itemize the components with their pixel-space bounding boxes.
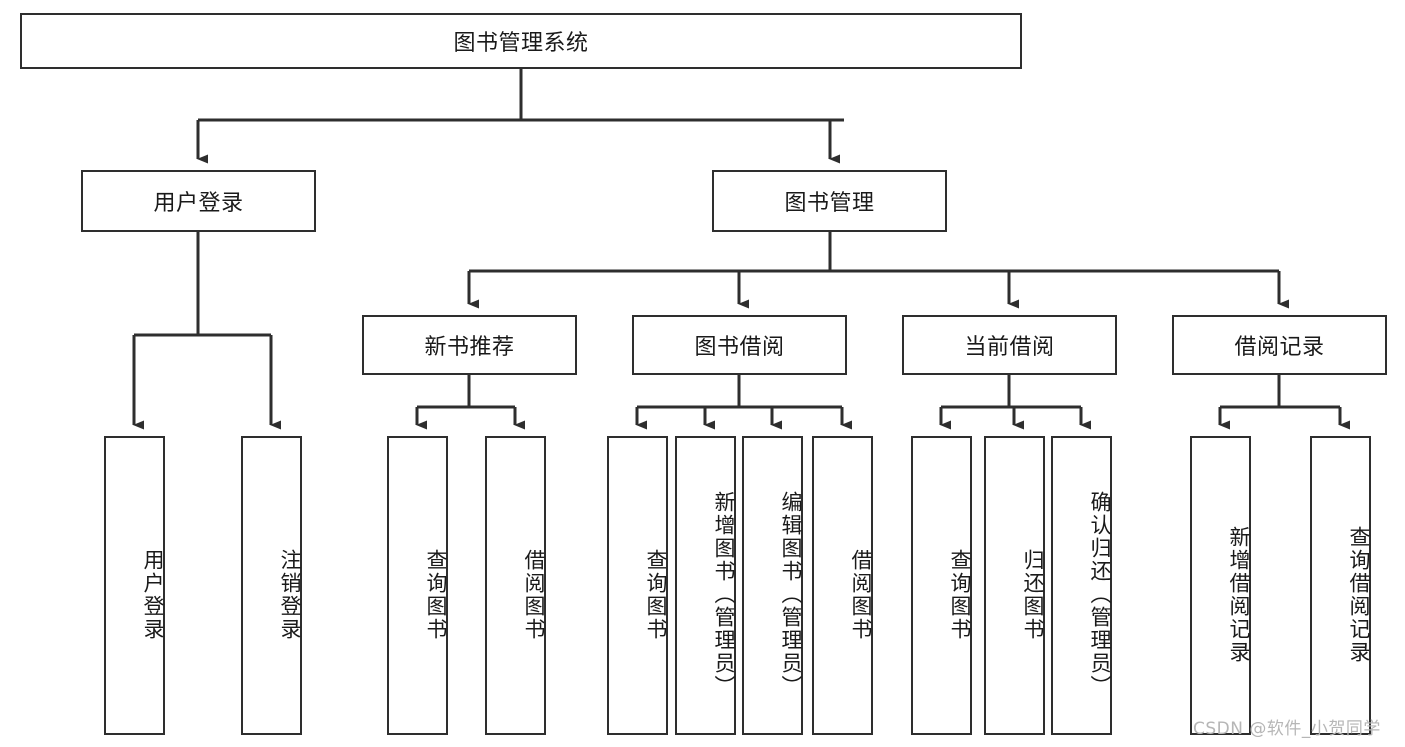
node-leaf-label: 编辑图书（管理员） [779, 491, 803, 698]
node-level2-1[interactable]: 新书推荐 [362, 315, 577, 375]
node-leaf-label: 归还图书 [1021, 548, 1045, 641]
node-level2-label: 借阅记录 [1234, 335, 1325, 360]
node-leaf-7[interactable]: 编辑图书（管理员） [742, 436, 803, 735]
node-leaf-2[interactable]: 注销登录 [241, 436, 302, 735]
csdn-watermark: CSDN @软件_小贺同学 [1193, 719, 1381, 739]
node-leaf-label: 注销登录 [278, 548, 302, 641]
node-leaf-10[interactable]: 归还图书 [984, 436, 1045, 735]
node-level2-4[interactable]: 借阅记录 [1172, 315, 1387, 375]
connectors-borrow-record [1218, 375, 1350, 430]
node-leaf-1[interactable]: 用户登录 [104, 436, 165, 735]
node-leaf-8[interactable]: 借阅图书 [812, 436, 873, 735]
node-leaf-label: 查询图书 [424, 548, 448, 641]
node-level2-label: 图书借阅 [694, 335, 785, 360]
connectors-new-book-rec [415, 375, 525, 430]
node-leaf-label: 借阅图书 [849, 548, 873, 641]
connectors-current-borrow [939, 375, 1091, 430]
node-level2-2[interactable]: 图书借阅 [632, 315, 847, 375]
node-level2-label: 新书推荐 [424, 335, 515, 360]
node-leaf-label: 新增借阅记录 [1227, 525, 1251, 664]
node-leaf-label: 新增图书（管理员） [712, 491, 736, 698]
node-leaf-5[interactable]: 查询图书 [607, 436, 668, 735]
node-level1-label: 图书管理 [784, 191, 875, 216]
node-leaf-6[interactable]: 新增图书（管理员） [675, 436, 736, 735]
node-level1-1[interactable]: 用户登录 [81, 170, 316, 232]
connectors-user-login [132, 232, 281, 430]
node-root[interactable]: 图书管理系统 [20, 13, 1022, 69]
node-leaf-label: 用户登录 [141, 548, 165, 641]
node-leaf-12[interactable]: 新增借阅记录 [1190, 436, 1251, 735]
node-level1-2[interactable]: 图书管理 [712, 170, 947, 232]
node-leaf-4[interactable]: 借阅图书 [485, 436, 546, 735]
connectors-book-borrow [635, 375, 852, 430]
node-leaf-9[interactable]: 查询图书 [911, 436, 972, 735]
node-leaf-label: 借阅图书 [522, 548, 546, 641]
node-level1-label: 用户登录 [153, 191, 244, 216]
node-leaf-label: 确认归还（管理员） [1088, 491, 1112, 698]
connectors-book-mgmt [467, 232, 1289, 309]
node-level2-3[interactable]: 当前借阅 [902, 315, 1117, 375]
node-leaf-11[interactable]: 确认归还（管理员） [1051, 436, 1112, 735]
node-leaf-label: 查询图书 [948, 548, 972, 641]
node-leaf-label: 查询借阅记录 [1347, 525, 1371, 664]
node-leaf-3[interactable]: 查询图书 [387, 436, 448, 735]
node-leaf-13[interactable]: 查询借阅记录 [1310, 436, 1371, 735]
node-level2-label: 当前借阅 [964, 335, 1055, 360]
node-root-label: 图书管理系统 [453, 31, 589, 56]
node-leaf-label: 查询图书 [644, 548, 668, 641]
connectors-root [196, 69, 844, 164]
